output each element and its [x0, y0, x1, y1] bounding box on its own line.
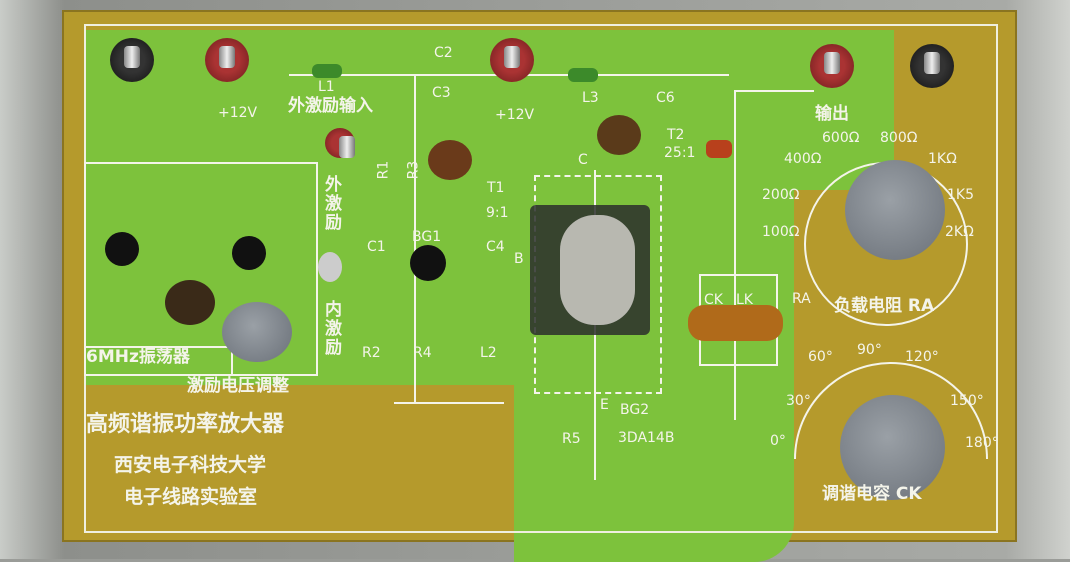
label-lk: LK [736, 292, 753, 308]
label-l1: L1 [318, 79, 335, 95]
label-c2: C2 [434, 45, 453, 61]
load-dial-400: 400Ω [784, 151, 822, 167]
label-bg2-part: 3DA14B [618, 430, 675, 446]
l1-inductor [312, 64, 342, 78]
load-dial-800: 800Ω [880, 130, 918, 146]
label-r5: R5 [562, 431, 581, 447]
label-t1: T1 [487, 180, 505, 196]
oscillator-inductor [165, 280, 215, 325]
ext-input-jack[interactable] [325, 128, 355, 158]
label-ext-input: 外激励输入 [288, 96, 373, 116]
label-output: 输出 [815, 104, 849, 124]
label-plus12v-left: +12V [218, 105, 258, 121]
cap-dial-180: 180° [965, 435, 999, 451]
cap-dial-120: 120° [905, 349, 939, 365]
label-t1-ratio: 9:1 [486, 205, 509, 221]
green-area-3 [694, 30, 894, 190]
label-ck: CK [704, 292, 723, 308]
label-r3: R3 [405, 160, 422, 180]
load-dial-1k: 1KΩ [928, 151, 957, 167]
label-t2: T2 [667, 127, 685, 143]
osc-transistor-1 [105, 232, 139, 266]
t2-transformer [597, 115, 641, 155]
label-bg1: BG1 [412, 229, 442, 245]
cap-dial-90: 90° [857, 342, 882, 358]
label-r4: R4 [413, 345, 432, 361]
label-r2: R2 [362, 345, 381, 361]
label-excite-adjust: 激励电压调整 [187, 376, 289, 396]
label-bg2: BG2 [620, 402, 650, 418]
oscillator-label-box [84, 346, 233, 376]
label-r1: R1 [375, 160, 392, 180]
l3-inductor [568, 68, 598, 82]
tuning-cap-knob[interactable] [840, 395, 945, 500]
label-b: B [514, 251, 524, 267]
osc-transistor-2 [232, 236, 266, 270]
label-tuning-cap: 调谐电容 CK [822, 484, 922, 504]
cap-dial-30: 30° [786, 393, 811, 409]
ground-terminal-left[interactable] [110, 38, 154, 82]
t1-transformer [428, 140, 472, 180]
label-c1: C1 [367, 239, 386, 255]
cap-dial-60: 60° [808, 349, 833, 365]
university-name: 西安电子科技大学 [114, 454, 267, 476]
output-terminal[interactable] [810, 44, 854, 88]
label-c6: C6 [656, 90, 675, 106]
label-c3: C3 [432, 85, 451, 101]
plus12v-terminal-mid[interactable] [490, 38, 534, 82]
label-t2-ratio: 25:1 [664, 145, 696, 161]
load-resistor-knob[interactable] [845, 160, 945, 260]
excite-switch[interactable] [318, 252, 342, 282]
load-dial-2k: 2KΩ [945, 224, 974, 240]
label-l3: L3 [582, 90, 599, 106]
cap-dial-150: 150° [950, 393, 984, 409]
output-ground-terminal[interactable] [910, 44, 954, 88]
label-c4: C4 [486, 239, 505, 255]
label-oscillator: 6MHz振荡器 [86, 347, 190, 367]
lk-inductor [688, 305, 783, 341]
lab-name: 电子线路实验室 [124, 486, 258, 508]
cap-dial-0: 0° [770, 433, 786, 449]
label-int-excite: 内激励 [321, 300, 341, 357]
label-e: E [600, 397, 609, 413]
bg1-transistor [410, 245, 446, 281]
output-capacitor [706, 140, 732, 158]
label-ra: RA [792, 291, 811, 307]
label-load-resistor: 负载电阻 RA [834, 296, 935, 316]
load-dial-1k5: 1K5 [947, 187, 974, 203]
label-c: C [578, 152, 588, 168]
load-dial-600: 600Ω [822, 130, 860, 146]
excite-voltage-knob[interactable] [222, 302, 292, 362]
bg2-case [560, 215, 635, 325]
load-dial-100: 100Ω [762, 224, 800, 240]
load-dial-200: 200Ω [762, 187, 800, 203]
label-l2: L2 [480, 345, 497, 361]
label-plus12v-mid: +12V [495, 107, 535, 123]
board-title: 高频谐振功率放大器 [86, 412, 285, 437]
label-ext-excite: 外激励 [321, 175, 341, 232]
plus12v-terminal-left[interactable] [205, 38, 249, 82]
